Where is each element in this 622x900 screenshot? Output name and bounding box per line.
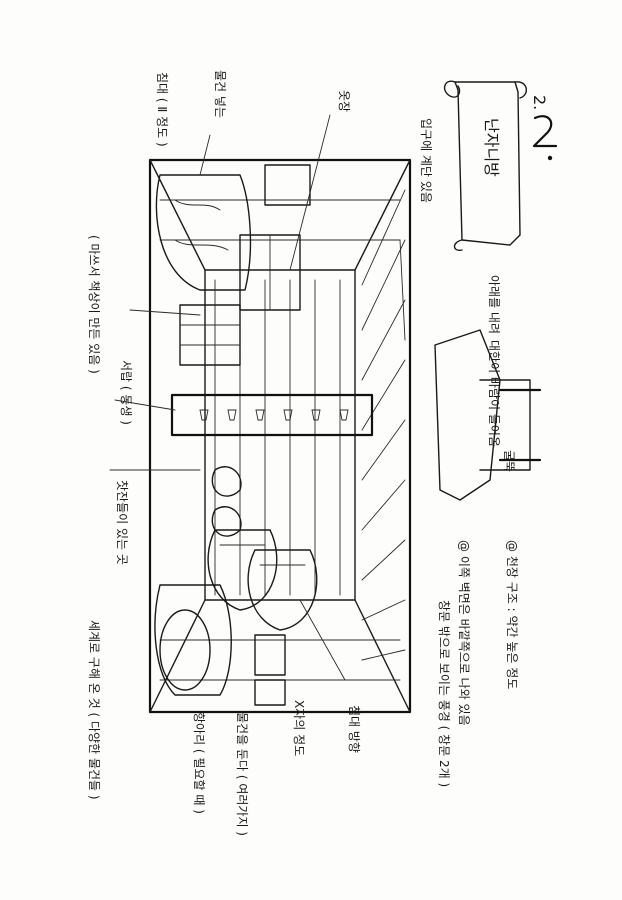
- note-1: @ 천장 구조 : 약간 높은 정도: [505, 540, 519, 690]
- label-stairs-down: 입구에 계단 있음: [419, 118, 433, 203]
- note-3: 창문 밖으로 보이는 풍경 ( 창문 2개 ): [437, 600, 451, 788]
- label-bed: 침대 ( Ⅱ 정도 ): [155, 72, 169, 147]
- label-pillow-note: 침대 방향: [347, 705, 361, 753]
- dresser-sketch: [179, 304, 241, 366]
- ceiling-beams: [159, 199, 401, 681]
- scroll-title: 난자니방: [482, 118, 501, 177]
- page-number: 2.: [530, 95, 549, 111]
- cupboard-sketch: [239, 164, 311, 311]
- label-chimney: 굴뚝: [502, 450, 516, 473]
- page-number-mark: [532, 115, 558, 161]
- roof-top-label: 대한이 바람이 들어옴: [487, 340, 501, 447]
- label-drawer: 서랍 ( 동생 ): [119, 360, 133, 425]
- label-jars-note: 항아리 ( 필요할 때 ): [192, 712, 206, 814]
- floor-planks: [361, 189, 406, 661]
- bed-sketch: [155, 174, 252, 291]
- jars-sketch: [207, 529, 318, 631]
- label-barrel-note: 세계로 구해 온 것 ( 다양한 물건들 ): [87, 620, 101, 800]
- label-cupboard: 옷장: [337, 90, 351, 113]
- wall-planks: [214, 279, 341, 596]
- label-dresser: 물건 넣는: [213, 70, 227, 118]
- note-2: @ 이쪽 벽면은 바깥쪽으로 나와 있음: [457, 540, 471, 726]
- cup-shelf: [170, 393, 374, 437]
- room-outline: [148, 158, 412, 714]
- barrel-sketch: [154, 584, 232, 696]
- title-scroll: [443, 80, 527, 251]
- hanging-baskets: [211, 466, 242, 537]
- leader-lines: [109, 114, 406, 681]
- label-cut-note: 아래를 내려: [487, 275, 501, 335]
- label-crossed-boxes: X자의 정도: [292, 700, 306, 757]
- wall-frames: [254, 634, 286, 706]
- label-desk-note: 물건을 둔다 ( 여러가지 ): [235, 712, 249, 836]
- label-shelf-row: 찻잔들이 있는 곳: [115, 480, 129, 565]
- roof-section-sketch: [434, 329, 542, 501]
- label-bed-note: ( 마쓰서 책상이 만든 있음 ): [87, 235, 101, 374]
